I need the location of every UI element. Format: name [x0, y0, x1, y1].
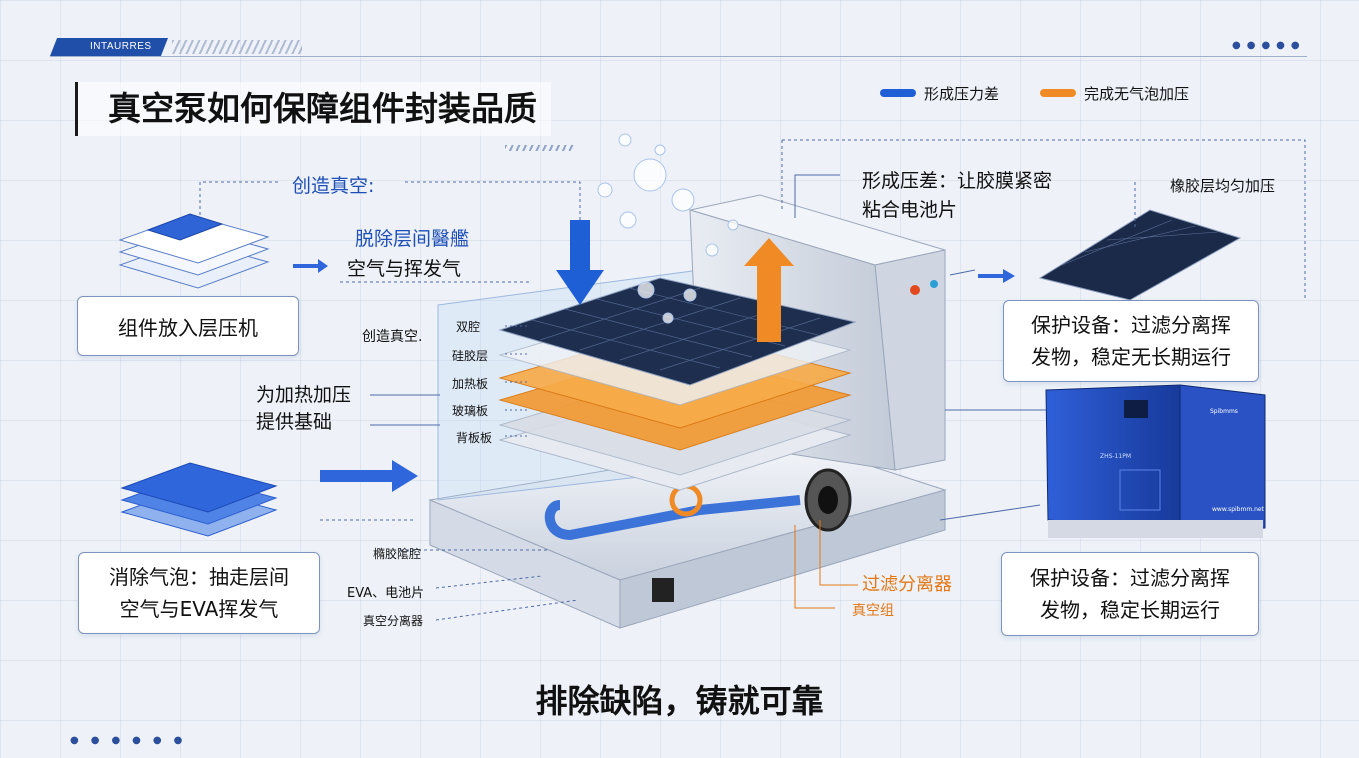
create-vacuum-small: 创造真空.	[362, 329, 423, 345]
protect-box-1-line2: 发物，稳定无长期运行	[1031, 345, 1231, 369]
vacuum-pump-unit	[1045, 384, 1266, 538]
legend-swatch-orange	[1040, 89, 1076, 97]
down-arrow-icon	[556, 220, 604, 305]
protect-box-2-line1: 保护设备：过滤分离挥	[1030, 566, 1230, 590]
arrow-right-icon	[293, 259, 328, 273]
air-bubbles	[597, 133, 739, 324]
vent-icon	[652, 578, 674, 602]
layer-label-chamber: 双腔	[456, 320, 481, 334]
rubber-layer-label: 橡胶层均匀加压	[1170, 177, 1276, 195]
protect-box-1: 保护设备：过滤分离挥 发物，稳定无长期运行	[1003, 300, 1259, 382]
header-rule	[50, 56, 1307, 57]
header-dots: ●●●●●	[1232, 40, 1306, 51]
protect-box-2-line2: 发物，稳定长期运行	[1040, 598, 1220, 622]
title-stripes	[505, 145, 575, 151]
vacuum-pipe	[544, 495, 801, 541]
machine-label-separator: 真空分离器	[363, 614, 424, 628]
indicator-light-icon	[910, 285, 920, 295]
brand-stripes	[172, 40, 302, 54]
legend-swatch-blue	[880, 89, 916, 97]
laminator-box: 组件放入层压机	[77, 296, 299, 356]
arrow-right-large-icon	[320, 460, 418, 492]
pressure-diff-line2: 粘合电池片	[862, 199, 958, 221]
pump-model: ZHS-11PM	[1100, 453, 1132, 460]
pump-brand: Spibmms	[1210, 408, 1238, 415]
page-title: 真空泵如何保障组件封装品质	[75, 82, 551, 136]
eliminate-bubbles-line2: 空气与EVA挥发气	[119, 597, 279, 621]
machine-label-cavity: 橢胶隂腔	[373, 547, 422, 561]
up-arrow-icon	[744, 238, 794, 342]
footer-slogan: 排除缺陷，铸就可靠	[535, 682, 824, 720]
protect-box-1-line1: 保护设备：过滤分离挥	[1031, 313, 1231, 337]
layer-label-silicone: 硅胶层	[452, 349, 489, 363]
layer-label-backsheet: 背板板	[456, 431, 493, 445]
legend-label-bubblefree: 完成无气泡加压	[1084, 85, 1190, 103]
solar-panel-icon	[1038, 209, 1242, 301]
protect-box-2: 保护设备：过滤分离挥 发物，稳定长期运行	[1001, 552, 1259, 636]
laminator-box-text: 组件放入层压机	[118, 315, 258, 340]
stacked-layers-icon	[118, 213, 270, 289]
eliminate-bubbles-line1: 消除气泡：抽走层间	[109, 565, 289, 589]
heat-pressure-line1: 为加热加压	[256, 384, 352, 406]
layer-label-heating: 加热板	[452, 377, 489, 391]
footer-dots: ●●●●●●	[70, 735, 195, 746]
pump-url: www.spibmm.net	[1212, 506, 1264, 513]
legend-label-pressure: 形成压力差	[924, 85, 1000, 103]
remove-air-line1: 脱除层间醫艦	[355, 228, 470, 250]
arrow-right-icon-2	[978, 269, 1015, 283]
filter-separator-label: 过滤分离器	[862, 574, 952, 595]
create-vacuum-heading: 创造真空:	[292, 175, 375, 197]
layer-label-glass: 玻璃板	[452, 404, 489, 418]
remove-air-line2: 空气与挥发气	[347, 258, 462, 280]
heat-pressure-line2: 提供基础	[256, 411, 333, 433]
brand-tag: INTAURRES	[50, 38, 168, 56]
eliminate-bubbles-box: 消除气泡：抽走层间 空气与EVA挥发气	[78, 552, 320, 634]
vacuum-group-label: 真空组	[852, 603, 894, 619]
machine-label-eva: EVA、电池片	[347, 586, 425, 601]
blue-sheets-icon	[120, 462, 278, 537]
pressure-diff-line1: 形成压差：让胶膜紧密	[862, 170, 1053, 192]
